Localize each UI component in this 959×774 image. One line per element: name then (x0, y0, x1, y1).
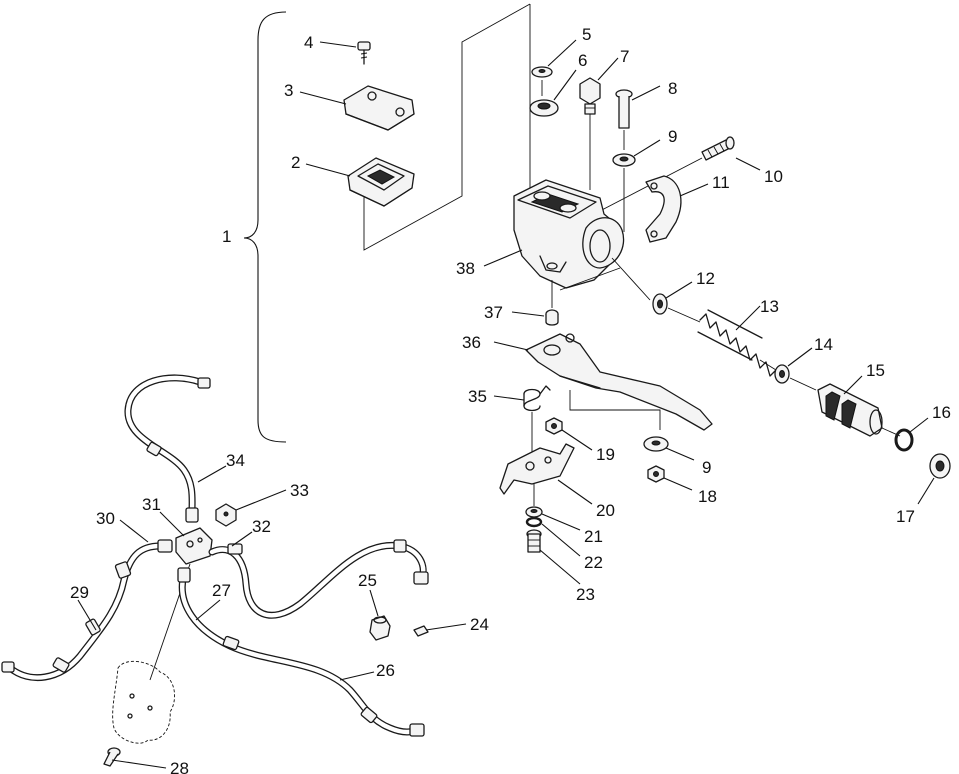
piston (817, 383, 883, 437)
callout-labels: 1 2 3 4 5 6 7 8 9 9 10 11 12 13 14 15 16… (70, 25, 951, 774)
pivot-washer-lower (643, 436, 669, 452)
callout-10: 10 (764, 167, 783, 186)
callout-8: 8 (668, 79, 677, 98)
callout-29: 29 (70, 583, 89, 602)
callout-1: 1 (222, 227, 231, 246)
lower-brake-hose (177, 567, 425, 737)
callout-13: 13 (760, 297, 779, 316)
bleeder-cap (413, 623, 467, 637)
cup-washer (774, 364, 790, 384)
callout-32: 32 (252, 517, 271, 536)
return-spring (697, 309, 777, 377)
callout-4: 4 (304, 33, 313, 52)
lock-washer (525, 516, 543, 528)
callout-18: 18 (698, 487, 717, 506)
callout-12: 12 (696, 269, 715, 288)
callout-9-lower: 9 (702, 458, 711, 477)
callout-17: 17 (896, 507, 915, 526)
junction-bolt (215, 503, 237, 527)
cover-screw (357, 41, 371, 65)
switch-spring (523, 385, 551, 412)
brake-lever (525, 333, 713, 431)
pivot-pin (615, 89, 633, 129)
caliper-bolt (103, 747, 121, 767)
upper-brake-hose (124, 374, 211, 523)
callout-21: 21 (584, 527, 603, 546)
callout-11: 11 (712, 173, 730, 192)
switch-bracket (499, 443, 575, 495)
right-brake-hose (208, 539, 429, 619)
master-cylinder-body (513, 179, 625, 289)
lever-bushing (545, 309, 559, 326)
reservoir-cover (343, 85, 415, 131)
callout-30: 30 (96, 509, 115, 528)
pivot-nut (647, 465, 665, 483)
bleeder-fitting (369, 615, 391, 641)
switch-washer (525, 506, 543, 518)
callout-19: 19 (596, 445, 615, 464)
clamp-screw (701, 136, 735, 161)
assembly-bracket (243, 11, 287, 443)
callout-16: 16 (932, 403, 951, 422)
reservoir-seal (529, 99, 559, 117)
callout-3: 3 (284, 81, 293, 100)
callout-22: 22 (584, 553, 603, 572)
callout-26: 26 (376, 661, 395, 680)
dust-boot (929, 453, 951, 479)
callout-33: 33 (290, 481, 309, 500)
callout-7: 7 (620, 47, 629, 66)
lever-nut (545, 417, 563, 435)
callout-20: 20 (596, 501, 615, 520)
callout-23: 23 (576, 585, 595, 604)
switch-screw (526, 529, 542, 553)
callout-27: 27 (212, 581, 231, 600)
callout-35: 35 (468, 387, 487, 406)
handlebar-clamp (645, 175, 682, 243)
o-ring (894, 428, 914, 452)
callout-28: 28 (170, 759, 189, 774)
banjo-bolt (579, 77, 601, 115)
callout-38: 38 (456, 259, 475, 278)
pivot-washer-upper (612, 153, 636, 167)
junction-block (175, 527, 213, 565)
callout-5: 5 (582, 25, 591, 44)
diaphragm (347, 157, 415, 207)
callout-31: 31 (142, 495, 161, 514)
callout-6: 6 (578, 51, 587, 70)
callout-37: 37 (484, 303, 503, 322)
callout-14: 14 (814, 335, 833, 354)
callout-2: 2 (291, 153, 300, 172)
caliper-bracket (112, 660, 176, 744)
callout-25: 25 (358, 571, 377, 590)
callout-34: 34 (226, 451, 245, 470)
callout-15: 15 (866, 361, 885, 380)
piston-washer (652, 293, 668, 315)
callout-36: 36 (462, 333, 481, 352)
reservoir-outline-line (363, 3, 531, 251)
callout-24: 24 (470, 615, 489, 634)
callout-9-upper: 9 (668, 127, 677, 146)
left-brake-hose (1, 539, 173, 682)
